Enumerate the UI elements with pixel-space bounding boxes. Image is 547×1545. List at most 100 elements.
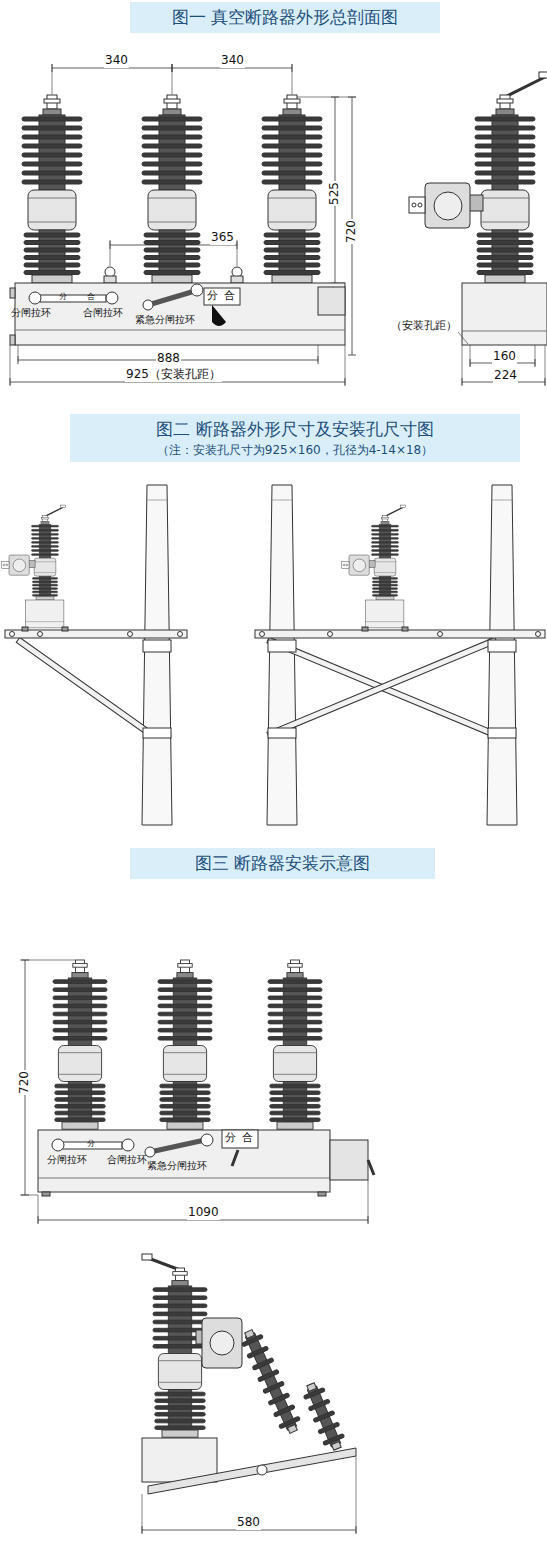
insulator-base bbox=[376, 596, 394, 600]
terminal-plate bbox=[178, 964, 192, 968]
body-line bbox=[158, 1360, 201, 1361]
shed bbox=[155, 1419, 205, 1423]
dimension-label: 580 bbox=[236, 1516, 261, 1530]
shed bbox=[32, 533, 59, 535]
pole-body bbox=[163, 1046, 206, 1082]
insulator-base bbox=[277, 1122, 313, 1129]
pole-body bbox=[34, 558, 56, 576]
shed bbox=[258, 1369, 280, 1382]
shed bbox=[53, 1004, 107, 1008]
brace-bar bbox=[267, 637, 497, 738]
dimension-label: 888 bbox=[156, 352, 181, 366]
shed bbox=[372, 588, 397, 590]
figure-note: （注：安装孔尺寸为925×160，孔径为4-14×18） bbox=[78, 442, 512, 459]
insulator-base bbox=[485, 275, 525, 283]
handle-grip bbox=[60, 505, 65, 508]
bolt-hole bbox=[343, 564, 345, 566]
shed bbox=[153, 1296, 207, 1300]
ct-window bbox=[353, 559, 366, 572]
lifting-lug bbox=[231, 276, 243, 283]
extension-line bbox=[345, 345, 346, 385]
shed bbox=[32, 542, 59, 544]
insulator-base bbox=[272, 275, 312, 283]
shed bbox=[153, 1304, 207, 1308]
dimension-label: 720 bbox=[345, 219, 359, 244]
shed bbox=[308, 1399, 330, 1411]
body-line bbox=[374, 572, 396, 573]
figure-three bbox=[20, 960, 374, 1534]
part-label: 紧急分闸拉环 bbox=[134, 314, 196, 326]
shed bbox=[372, 529, 399, 531]
mechanism-housing bbox=[366, 600, 404, 628]
mount-foot bbox=[42, 1192, 50, 1196]
shed bbox=[475, 171, 535, 175]
shed bbox=[313, 1410, 335, 1422]
shed bbox=[477, 271, 533, 275]
terminal-plate bbox=[381, 517, 388, 519]
shed bbox=[477, 248, 533, 252]
bolt bbox=[536, 632, 541, 637]
cap-ring bbox=[496, 109, 514, 115]
insulator bbox=[268, 960, 322, 1129]
handle-grip bbox=[539, 72, 547, 78]
shed bbox=[270, 1118, 320, 1122]
shed bbox=[153, 1312, 207, 1316]
shed bbox=[477, 256, 533, 260]
shed bbox=[24, 263, 80, 267]
shed bbox=[22, 180, 82, 184]
mechanism-housing bbox=[26, 600, 64, 628]
extension-line bbox=[297, 97, 356, 98]
housing-seam bbox=[366, 621, 404, 622]
shed bbox=[270, 1111, 320, 1115]
shed bbox=[53, 1020, 107, 1024]
body-line bbox=[268, 222, 316, 223]
pole-line bbox=[272, 500, 292, 501]
extension-line bbox=[110, 240, 111, 266]
part-label: 分闸拉环 bbox=[10, 307, 52, 319]
ct-window bbox=[434, 192, 462, 220]
lever-pivot bbox=[201, 1134, 213, 1146]
shed bbox=[55, 1098, 105, 1102]
pole-clamp bbox=[488, 728, 516, 738]
current-transformer bbox=[425, 183, 470, 228]
shed bbox=[475, 180, 535, 184]
operating-handle bbox=[45, 507, 63, 516]
shed bbox=[142, 162, 202, 166]
arrester bbox=[300, 1380, 347, 1453]
shed bbox=[264, 248, 320, 252]
shed bbox=[247, 1346, 269, 1359]
utility-pole bbox=[267, 485, 297, 825]
shed bbox=[32, 578, 57, 580]
shed bbox=[32, 550, 59, 552]
shed bbox=[155, 1392, 205, 1396]
emergency-ring bbox=[143, 300, 153, 310]
shed bbox=[160, 1098, 210, 1102]
shed bbox=[268, 1012, 322, 1016]
shed bbox=[22, 162, 82, 166]
emergency-lever bbox=[150, 1140, 205, 1152]
bolt bbox=[10, 632, 15, 637]
dimension-label: 720 bbox=[18, 1070, 32, 1095]
extension-line bbox=[292, 64, 293, 94]
pole-body bbox=[148, 190, 196, 230]
extension-line bbox=[356, 1456, 357, 1533]
shed bbox=[475, 135, 535, 139]
figure-one bbox=[10, 64, 547, 386]
figure-title-band: 图一 真空断路器外形总剖面图 bbox=[130, 2, 440, 33]
bolt-hole bbox=[346, 564, 348, 566]
shed bbox=[318, 1422, 340, 1434]
shed bbox=[372, 584, 397, 586]
body-line bbox=[34, 572, 56, 573]
shed bbox=[22, 135, 82, 139]
dimension-label: 525 bbox=[328, 181, 342, 206]
shed bbox=[270, 1084, 320, 1088]
housing-seam bbox=[15, 330, 345, 331]
part-label: 合 bbox=[241, 1132, 254, 1145]
shed bbox=[153, 1345, 207, 1349]
dimension-label: 160 bbox=[492, 350, 517, 364]
shed bbox=[475, 144, 535, 148]
part-label: 分 bbox=[206, 290, 219, 303]
mount-foot bbox=[22, 627, 28, 631]
shed bbox=[32, 546, 59, 548]
crossarm-brace bbox=[267, 637, 497, 738]
